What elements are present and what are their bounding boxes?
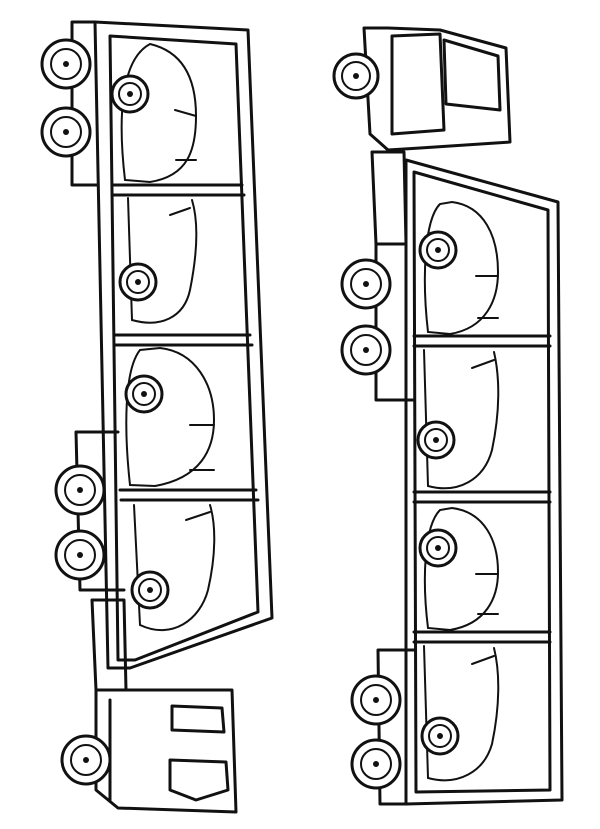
left-wheel-3 — [110, 74, 150, 114]
right-coupling — [370, 150, 408, 246]
right-wheel-3 — [340, 324, 392, 376]
right-wheel-6 — [418, 528, 458, 568]
left-carrier-truck — [70, 20, 274, 814]
left-wheel-5 — [124, 374, 164, 414]
left-wheel-9 — [60, 734, 112, 786]
right-trailer-rack — [412, 170, 552, 794]
right-car-2 — [423, 349, 500, 490]
right-car-4 — [423, 645, 500, 782]
left-cab-window — [170, 704, 226, 734]
left-wheel-1 — [40, 38, 92, 90]
right-wheel-4 — [418, 230, 458, 270]
left-wheel-6 — [130, 570, 170, 610]
left-trailer-rack — [108, 34, 260, 662]
left-wheel-7 — [54, 464, 106, 516]
right-wheel-5 — [416, 420, 456, 460]
left-car-3 — [125, 346, 216, 488]
left-wheel-8 — [54, 529, 106, 581]
right-wheel-2 — [340, 258, 392, 310]
left-car-4 — [133, 504, 216, 631]
right-wheel-8 — [350, 674, 402, 726]
left-trailer-frame — [93, 20, 274, 670]
left-car-2 — [127, 197, 198, 324]
left-wheel-4 — [118, 262, 158, 302]
right-wheel-7 — [420, 716, 460, 756]
right-wheel-1 — [332, 52, 380, 100]
right-cab-body — [362, 26, 512, 152]
right-trailer-frame — [404, 158, 564, 806]
right-cab-window — [442, 38, 502, 112]
right-wheel-9 — [350, 738, 402, 790]
right-car-3 — [423, 506, 500, 632]
left-cab-grille — [168, 758, 230, 802]
left-wheel-2 — [40, 106, 92, 158]
right-cab-grille — [390, 32, 446, 136]
